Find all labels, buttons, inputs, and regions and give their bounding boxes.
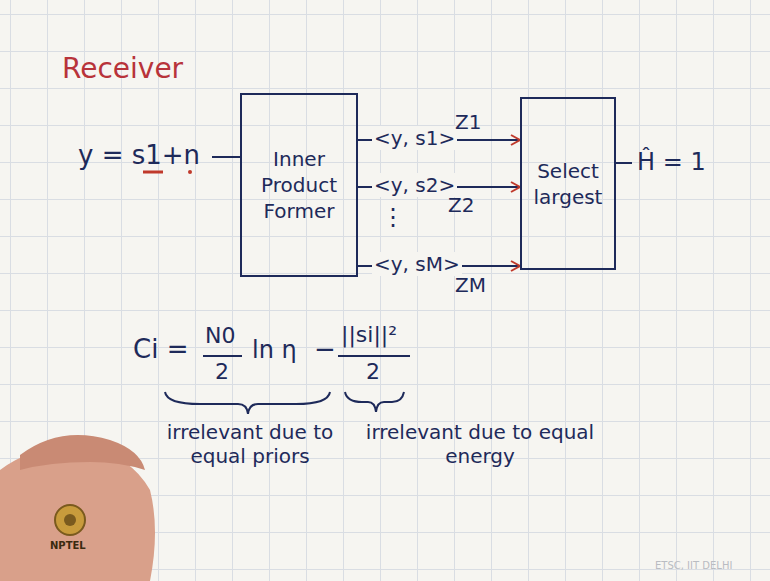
fraction-bar [203, 355, 242, 357]
equation-term: Ci = [133, 334, 188, 365]
underline [143, 171, 163, 174]
process-box: Select largest [520, 97, 616, 270]
decision-output: Ĥ = 1 [637, 148, 706, 177]
brace [165, 392, 330, 414]
equation-term: ||si||² [341, 322, 397, 348]
inner-product: <y, s2> [372, 173, 457, 197]
input-wire [212, 156, 240, 158]
equation-term: − [314, 334, 336, 365]
page-title: Receiver [62, 52, 183, 86]
inner-product: <y, s1> [372, 126, 457, 150]
brace [345, 392, 404, 412]
dot [188, 170, 192, 174]
logo-gear [55, 505, 85, 535]
edge-label: ZM [455, 273, 486, 297]
equation-term: ln η [252, 336, 297, 365]
edge-label: Z2 [448, 193, 474, 217]
equation-term: 2 [215, 359, 229, 385]
process-box: Inner Product Former [240, 93, 358, 277]
fraction-bar [338, 355, 410, 357]
equation-term: N0 [205, 323, 235, 349]
watermark: ETSC, IIT DELHI [655, 560, 732, 572]
logo-text: NPTEL [50, 540, 86, 552]
ellipsis: ⋮ [381, 203, 405, 232]
inner-product: <y, sM> [372, 252, 462, 276]
box-text: Inner Product Former [248, 146, 350, 224]
annotation: irrelevant due to equal priors [160, 420, 340, 468]
edge-label: Z1 [455, 110, 481, 134]
signal-equation: y = s1+n [78, 140, 200, 171]
output-wire [616, 162, 632, 164]
box-text: Select largest [528, 158, 608, 210]
logo-center [64, 514, 76, 526]
hand-finger [20, 435, 145, 470]
equation-term: 2 [366, 359, 380, 385]
annotation: irrelevant due to equal energy [360, 420, 600, 468]
